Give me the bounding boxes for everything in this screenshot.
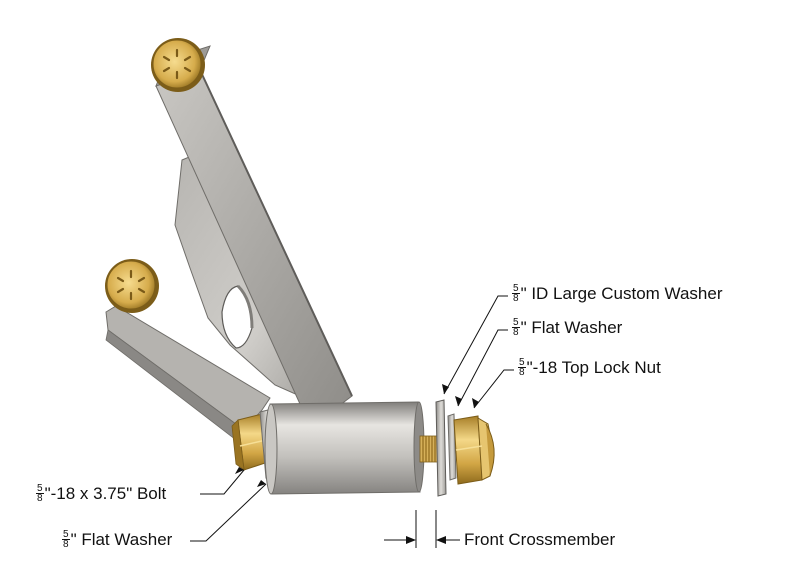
fraction-denominator: 8 — [37, 493, 43, 505]
fraction-denominator: 8 — [513, 327, 519, 339]
fraction-numerator: 5 — [36, 483, 44, 495]
fraction-numerator: 5 — [62, 529, 70, 541]
leader-lines — [190, 295, 514, 548]
sleeve-tube — [264, 401, 425, 495]
label-front-crossmember: Front Crossmember — [464, 530, 615, 550]
bolt-hex-head — [231, 413, 269, 471]
lower-bolt-head — [105, 259, 159, 313]
upper-bolt-head — [151, 38, 205, 92]
bolt-threads — [419, 435, 439, 463]
leader-arrowheads — [235, 384, 479, 544]
fraction-denominator: 8 — [519, 367, 525, 379]
fraction-numerator: 5 — [512, 317, 520, 329]
label-text: " ID Large Custom Washer — [520, 284, 723, 303]
label-text: " Flat Washer — [70, 530, 173, 549]
label-text: Front Crossmember — [464, 530, 616, 549]
top-lock-nut — [453, 415, 495, 485]
bracket-hole-edge — [236, 284, 254, 329]
right-flat-washer — [447, 413, 457, 481]
fraction-denominator: 8 — [513, 293, 519, 305]
fraction-numerator: 5 — [518, 357, 526, 369]
large-custom-washer — [435, 399, 447, 497]
label-text: "-18 Top Lock Nut — [526, 358, 661, 377]
label-text: "-18 x 3.75" Bolt — [44, 484, 167, 503]
fraction-numerator: 5 — [512, 283, 520, 295]
bracket-arm-edge — [199, 69, 353, 397]
label-text: " Flat Washer — [520, 318, 623, 337]
fraction-denominator: 8 — [63, 539, 69, 551]
